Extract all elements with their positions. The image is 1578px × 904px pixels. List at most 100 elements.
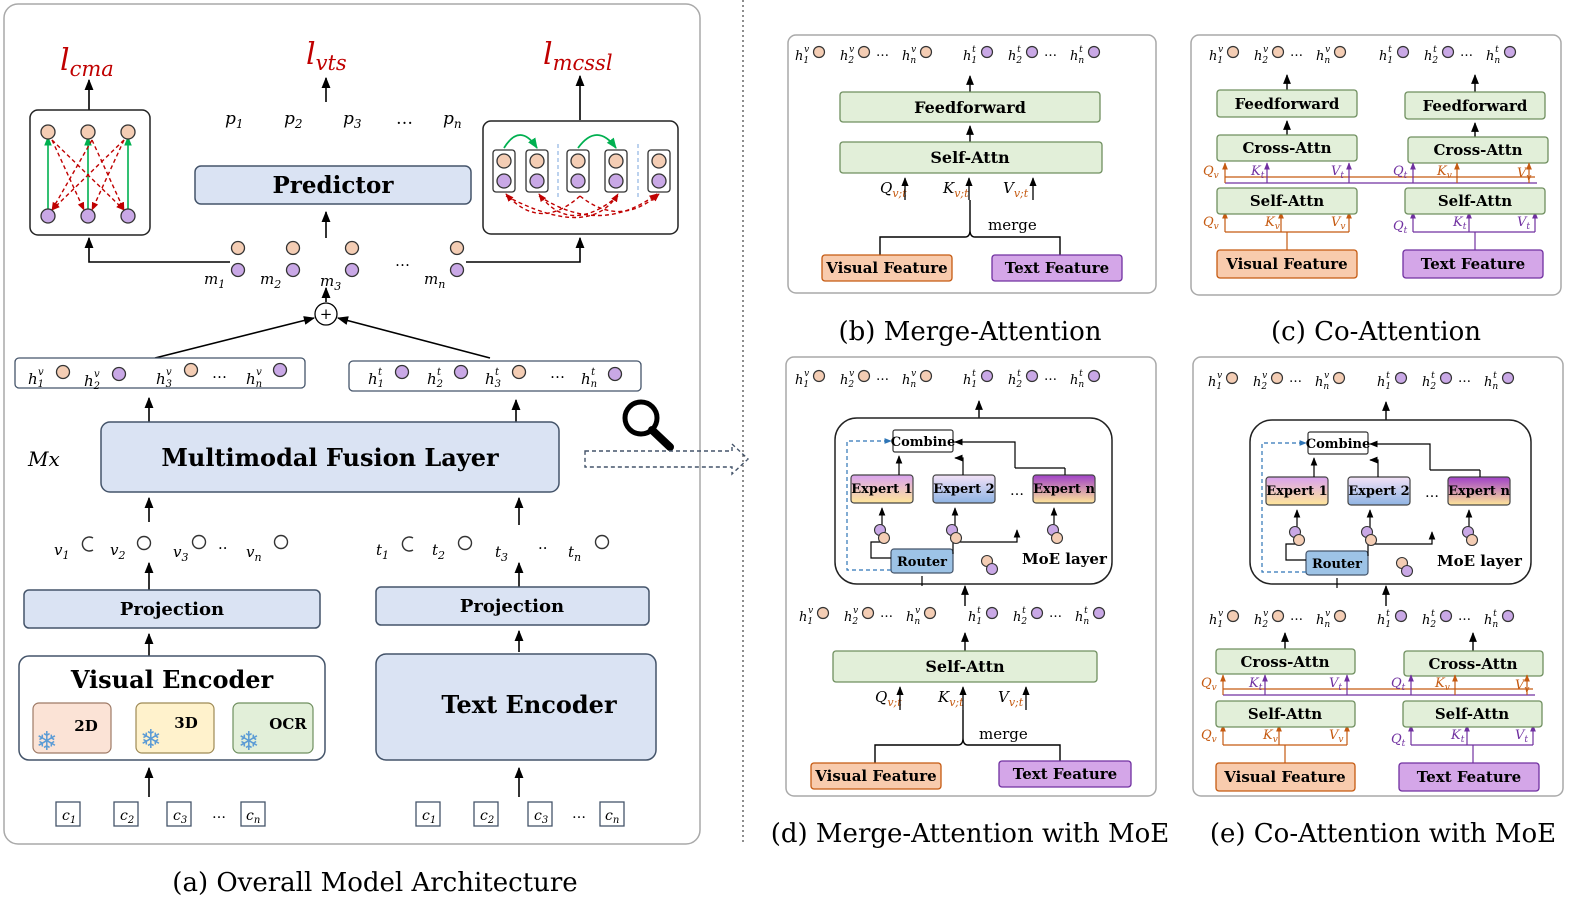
qkv-label: Qt xyxy=(1393,219,1408,236)
qkv-label: Qv xyxy=(1201,728,1217,745)
self-attn-label-visual: Self-Attn xyxy=(1250,192,1324,210)
visual-tokens: v1 v2 v3 ·· vn xyxy=(54,539,262,564)
feedforward-label-visual: Feedforward xyxy=(1235,95,1340,113)
qkv-label: Qt xyxy=(1391,676,1406,693)
hidden-token-dot xyxy=(1501,371,1515,385)
cross-attn-label-text-e: Cross-Attn xyxy=(1428,655,1517,673)
hidden-token-dot xyxy=(980,45,994,59)
routed-token-dot xyxy=(1400,564,1414,578)
hidden-token-label: hnt xyxy=(1484,609,1498,630)
hidden-token-dot xyxy=(1226,609,1240,623)
expert-box xyxy=(1265,476,1329,506)
arrow-merged-to-cma xyxy=(84,236,230,263)
hidden-token-label: hnt xyxy=(1484,371,1498,392)
text-hidden-tokens: h1t h2t h3t … hnt xyxy=(368,364,597,390)
feedforward-label-text: Feedforward xyxy=(1423,97,1528,115)
hidden-token-label: h2v xyxy=(840,45,854,66)
merged-2: m xyxy=(260,270,274,288)
hidden-token-dot xyxy=(861,606,875,620)
mcssl-content xyxy=(492,134,671,219)
hidden-ellipsis: … xyxy=(1289,371,1302,386)
svg-text:Vv;t: Vv;t xyxy=(998,688,1024,709)
hidden-token-dot xyxy=(1270,371,1284,385)
svg-text:Vv;t: Vv;t xyxy=(1003,179,1029,200)
routed-token-dot xyxy=(877,531,891,545)
hidden-token-label: h2v xyxy=(1253,371,1267,392)
text-feature-label: Text Feature xyxy=(1005,259,1109,277)
text-feature-box-d xyxy=(998,760,1132,788)
qkv-label: Kv xyxy=(1434,676,1450,693)
svg-text:❄: ❄ xyxy=(140,725,162,755)
visual-hidden-tokens: h1v h2v h3v … hnv xyxy=(28,364,262,392)
cma-dots xyxy=(40,124,136,224)
hidden-token-label: h2t xyxy=(1008,369,1022,390)
text-hidden-box xyxy=(348,360,642,392)
panel-d-frame xyxy=(785,356,1157,797)
merged-n: m xyxy=(424,270,438,288)
hidden-token-label: hnt xyxy=(1070,369,1084,390)
expert-box xyxy=(932,474,996,504)
encoder-3d-label: 3D xyxy=(174,714,197,732)
expert-label: Expert 1 xyxy=(851,482,912,497)
expert-ellipsis: … xyxy=(1010,483,1024,499)
text-feature-box-e xyxy=(1398,762,1540,792)
visual-feature-box xyxy=(821,254,953,282)
hidden-token-label: h1t xyxy=(963,369,977,390)
routed-token-dot xyxy=(1465,533,1479,547)
qkv-label: Kv xyxy=(1262,728,1278,745)
router-box xyxy=(890,548,954,574)
hidden-token-dot xyxy=(985,606,999,620)
panel-c-caption: (c) Co-Attention xyxy=(1271,317,1481,347)
qkv-label: Qv xyxy=(1203,215,1219,232)
predictor-label: Predictor xyxy=(273,172,395,199)
merge-label: merge xyxy=(988,216,1037,234)
self-attn-box-text xyxy=(1404,187,1546,215)
magnifier-icon xyxy=(622,399,674,451)
qkv-label: Kt xyxy=(1452,215,1467,232)
hidden-ellipsis: … xyxy=(1290,45,1303,60)
text-encoder-box xyxy=(375,653,657,761)
loss-mcssl: lmcssl xyxy=(543,37,613,75)
hidden-ellipsis: … xyxy=(1290,609,1303,624)
qkv-label: Kv xyxy=(1436,164,1452,181)
hidden-token-label: hnv xyxy=(1315,371,1329,392)
self-attn-box xyxy=(839,141,1103,174)
svg-text:··: ·· xyxy=(218,539,228,557)
feedforward-box-visual xyxy=(1216,89,1358,118)
merged-1: m xyxy=(204,270,218,288)
routed-token-dot xyxy=(1050,531,1064,545)
prediction-3: p xyxy=(343,109,354,129)
qkv-arrows xyxy=(879,177,1061,255)
combine-label: Combine xyxy=(1306,437,1371,452)
encoder-2d-label: 2D xyxy=(74,717,97,735)
cross-attn-box-text-e xyxy=(1403,650,1544,677)
hidden-token-label: hnt xyxy=(1486,45,1500,66)
plus-symbol: + xyxy=(320,305,333,323)
qkv-label: Vv xyxy=(1517,166,1531,183)
panel-b-caption: (b) Merge-Attention xyxy=(839,317,1102,347)
routed-token-dot xyxy=(1292,533,1306,547)
cross-attn-label-visual: Cross-Attn xyxy=(1242,139,1331,157)
expert-ellipsis: … xyxy=(1425,485,1439,501)
hidden-ellipsis: … xyxy=(1458,609,1471,624)
self-attn-label-text-e: Self-Attn xyxy=(1435,705,1509,723)
svg-text:c1: c1 xyxy=(62,808,76,826)
svg-text:c3: c3 xyxy=(534,808,548,826)
text-projection-label: Projection xyxy=(460,596,564,617)
svg-text:m2: m2 xyxy=(260,270,281,291)
panel-e-caption: (e) Co-Attention with MoE xyxy=(1210,819,1556,849)
hidden-token-dot xyxy=(1441,45,1455,59)
self-attn-box-visual xyxy=(1216,187,1358,215)
combine-box xyxy=(1307,431,1369,455)
zoom-dashed-arrow xyxy=(584,442,750,476)
prediction-row: p1 p2 p3 … pn xyxy=(225,109,462,131)
expert-label: Expert n xyxy=(1033,482,1095,497)
hidden-token-dot xyxy=(1439,371,1453,385)
hidden-token-label: h1v xyxy=(799,606,813,627)
hidden-token-label: hnv xyxy=(906,606,920,627)
